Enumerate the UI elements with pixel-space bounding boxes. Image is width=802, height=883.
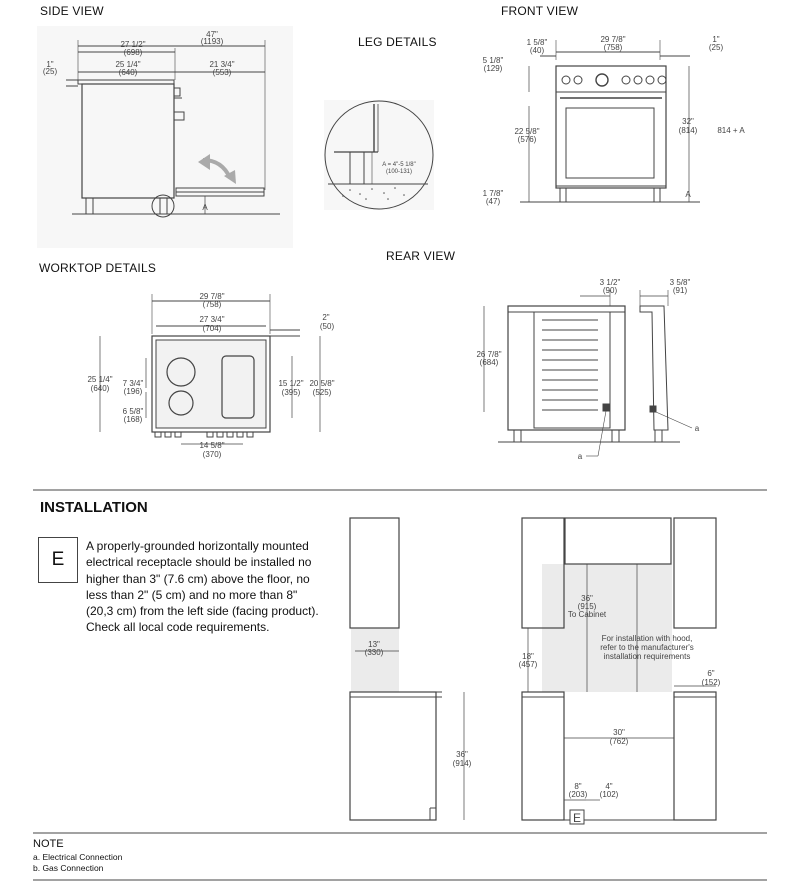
worktop-inner-mm: (704) — [203, 324, 222, 333]
worktop-zone2-mm: (168) — [124, 415, 143, 424]
install-recept-in: 8" — [574, 782, 581, 791]
worktop-drawing — [99, 294, 321, 445]
front-height-in: 32" — [682, 117, 694, 126]
installation-heading: INSTALLATION — [40, 499, 148, 516]
worktop-front-mm: (370) — [203, 450, 222, 459]
install-recept2-in: 4" — [605, 782, 612, 791]
worktop-zone-in: 7 3/4" — [123, 379, 144, 388]
installation-text: A properly-grounded horizontally mounted… — [86, 539, 319, 635]
side-overall-in: 47" — [206, 30, 218, 39]
leg-details-drawing — [324, 100, 434, 210]
note-gas: b. Gas Connection — [33, 863, 104, 873]
front-side-mm: (40) — [530, 46, 545, 55]
side-overall-mm: (1193) — [201, 37, 224, 46]
install-hood-note-1: For installation with hood, — [602, 634, 693, 643]
worktop-zone2-in: 6 5/8" — [123, 407, 144, 416]
note-electrical: a. Electrical Connection — [33, 852, 123, 862]
install-side-drawing — [349, 517, 465, 821]
front-height-total: 814 + A — [717, 126, 745, 135]
front-right-mm: (25) — [709, 43, 724, 52]
front-view-drawing — [520, 40, 700, 203]
install-right-mm: (152) — [702, 678, 721, 687]
install-to-cab-mm: (915) — [578, 602, 597, 611]
install-hood-note-2: refer to the manufacturer's — [600, 643, 694, 652]
install-to-cab-label: To Cabinet — [568, 610, 607, 619]
front-width-in: 29 7/8" — [600, 35, 625, 44]
worktop-top-in: 20 5/8" — [309, 379, 334, 388]
worktop-width-in: 29 7/8" — [199, 292, 224, 301]
install-front-drawing — [521, 517, 717, 825]
side-top-mm: (25) — [43, 67, 58, 76]
side-ext-in: 21 3/4" — [209, 60, 234, 69]
worktop-front-in: 14 5/8" — [199, 441, 224, 450]
side-view-drawing — [37, 26, 293, 248]
install-gap-in: 18" — [522, 652, 534, 661]
worktop-cook-mm: (395) — [282, 388, 301, 397]
leg-floor-dots — [342, 187, 405, 200]
front-side-in: 1 5/8" — [527, 38, 548, 47]
receptacle-marker-box: E — [38, 537, 78, 583]
rear-height-mm: (684) — [480, 358, 499, 367]
install-recept2-mm: (102) — [600, 790, 619, 799]
door-arrow-tail — [198, 154, 210, 170]
install-gap-mm: (457) — [519, 660, 538, 669]
rear-a-mm: (90) — [603, 286, 618, 295]
worktop-depth-in: 25 1/4" — [87, 375, 112, 384]
front-width-mm: (758) — [604, 43, 623, 52]
side-body-in: 25 1/4" — [115, 60, 140, 69]
front-bottom-in: 1 7/8" — [483, 189, 504, 198]
front-leg-label: A — [685, 190, 691, 199]
door-arrow-head — [224, 170, 236, 184]
side-body-mm: (640) — [119, 68, 138, 77]
rear-label-a-right: a — [695, 424, 700, 433]
install-recept-label: E — [573, 811, 581, 825]
worktop-back-in: 2" — [322, 313, 329, 322]
worktop-back-mm: (50) — [320, 322, 335, 331]
install-counter-mm: (914) — [453, 759, 472, 768]
side-ext-mm: (553) — [213, 68, 232, 77]
side-view-title: SIDE VIEW — [40, 4, 104, 18]
worktop-width-mm: (758) — [203, 300, 222, 309]
side-depth-in: 27 1/2" — [120, 40, 145, 49]
rear-b-in: 3 5/8" — [670, 278, 691, 287]
leg-detail-line2: (100-131) — [386, 169, 412, 175]
worktop-cook-in: 15 1/2" — [278, 379, 303, 388]
front-view-title: FRONT VIEW — [501, 4, 579, 18]
front-panel-mm: (129) — [484, 64, 503, 73]
worktop-depth-mm: (640) — [91, 384, 110, 393]
rear-view-title: REAR VIEW — [386, 249, 456, 263]
front-panel-in: 5 1/8" — [483, 56, 504, 65]
install-right-in: 6" — [707, 669, 714, 678]
note-title: NOTE — [33, 838, 64, 850]
worktop-zone-mm: (196) — [124, 387, 143, 396]
install-side-cab-in: 13" — [368, 640, 380, 649]
worktop-top-mm: (525) — [313, 388, 332, 397]
install-side-cab-mm: (330) — [365, 648, 384, 657]
front-bottom-mm: (47) — [486, 197, 501, 206]
worktop-details-title: WORKTOP DETAILS — [39, 261, 157, 275]
install-recept-mm: (203) — [569, 790, 588, 799]
install-opening-mm: (762) — [610, 737, 629, 746]
install-opening-in: 30" — [613, 728, 625, 737]
install-counter-in: 36" — [456, 750, 468, 759]
side-depth-mm: (698) — [124, 48, 143, 57]
front-right-in: 1" — [712, 35, 719, 44]
rear-a-in: 3 1/2" — [600, 278, 621, 287]
install-hood-note-3: installation requirements — [604, 652, 691, 661]
front-height-mm: (814) — [679, 126, 698, 135]
front-oven-mm: (576) — [518, 135, 537, 144]
leg-details-title: LEG DETAILS — [358, 35, 437, 49]
front-oven-in: 22 5/8" — [514, 127, 539, 136]
rear-label-a-bottom: a — [578, 452, 583, 461]
rear-view-drawing — [483, 290, 693, 457]
leg-detail-line1: A = 4"-5 1/8" — [382, 162, 415, 168]
worktop-inner-in: 27 3/4" — [199, 315, 224, 324]
side-top-in: 1" — [46, 60, 53, 69]
side-leg-label: A — [202, 203, 208, 212]
install-to-cab-in: 36" — [581, 594, 593, 603]
rear-height-in: 26 7/8" — [476, 350, 501, 359]
rear-b-mm: (91) — [673, 286, 688, 295]
